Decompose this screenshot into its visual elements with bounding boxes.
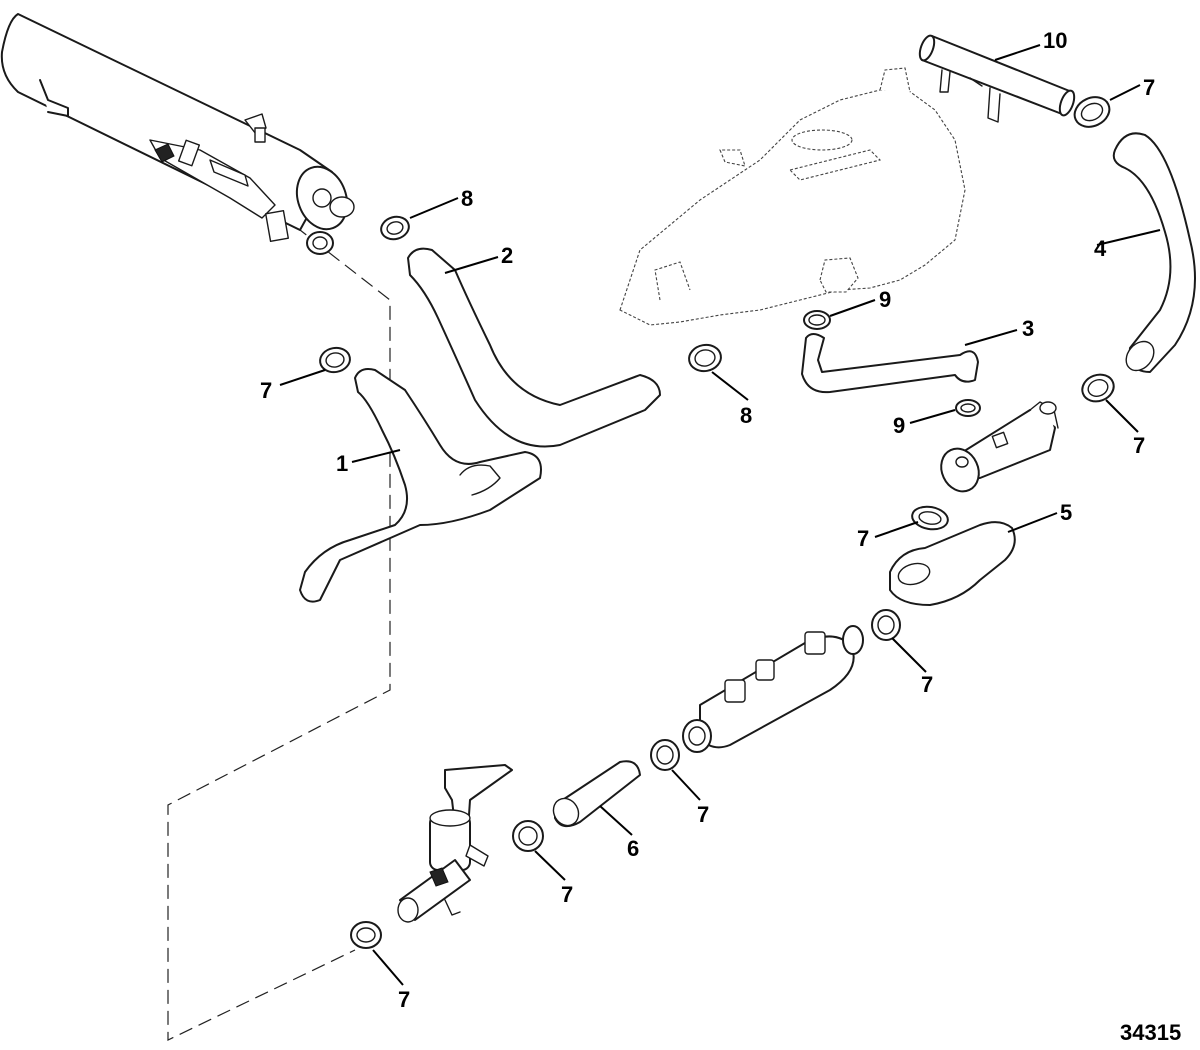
callout-8-mid: 8 [740,403,752,428]
callout-4: 4 [1094,236,1107,261]
hose-clamp-7-right-low [871,609,901,641]
callout-7-lower-left: 7 [561,882,573,907]
callout-7-center-low: 7 [697,802,709,827]
seawater-valve-part [397,764,513,923]
callout-10: 10 [1043,28,1067,53]
hose-clamp-7-bottom [350,921,382,949]
hose-clamp-7-middle [911,505,949,531]
callout-1: 1 [336,451,348,476]
callout-8-top: 8 [461,186,473,211]
hose-clamp-9-upper [803,310,831,330]
heat-exchanger-part [0,13,355,255]
hose-3-part [801,333,979,394]
callout-9-lower: 9 [893,413,905,438]
hose-5-part [889,521,1016,606]
callout-7-bottom: 7 [398,987,410,1012]
callout-9-upper: 9 [879,287,891,312]
hose-6-part [552,760,641,828]
exhaust-manifold-part [619,67,966,326]
callout-7-left: 7 [260,378,272,403]
fuel-cooler-part [682,625,864,753]
callout-2: 2 [501,243,513,268]
hose-clamp-8-top [380,215,410,241]
hose-clamp-7-center-low [650,739,680,771]
callout-3: 3 [1022,316,1034,341]
dashed-routing-lines [29,19,391,1041]
callout-7-right-mid: 7 [1133,433,1145,458]
hose-2-part [407,247,661,448]
callout-7-top-right: 7 [1143,75,1155,100]
hose-1-part [299,368,542,603]
callout-7-right-low: 7 [921,672,933,697]
callout-5: 5 [1060,500,1072,525]
hose-clamp-9-lower [955,399,981,417]
figure-number: 34315 [1120,1020,1181,1045]
hose-4-part [1112,132,1196,373]
hose-clamp-8-mid [688,343,722,373]
callout-labels: 10 7 8 2 4 9 3 7 8 9 7 1 5 7 7 7 6 7 7 3… [260,28,1181,1045]
bracket-tube-part [918,34,1076,123]
callout-7-middle: 7 [857,526,869,551]
hose-clamp-7-top-right [1073,96,1111,128]
hose-clamp-7-right-mid [1081,373,1115,403]
thermostat-housing-part [940,401,1059,493]
hose-clamp-7-left [319,346,351,374]
leader-lines [279,44,1161,986]
hose-clamp-7-lower-left [512,820,544,852]
callout-6: 6 [627,836,639,861]
